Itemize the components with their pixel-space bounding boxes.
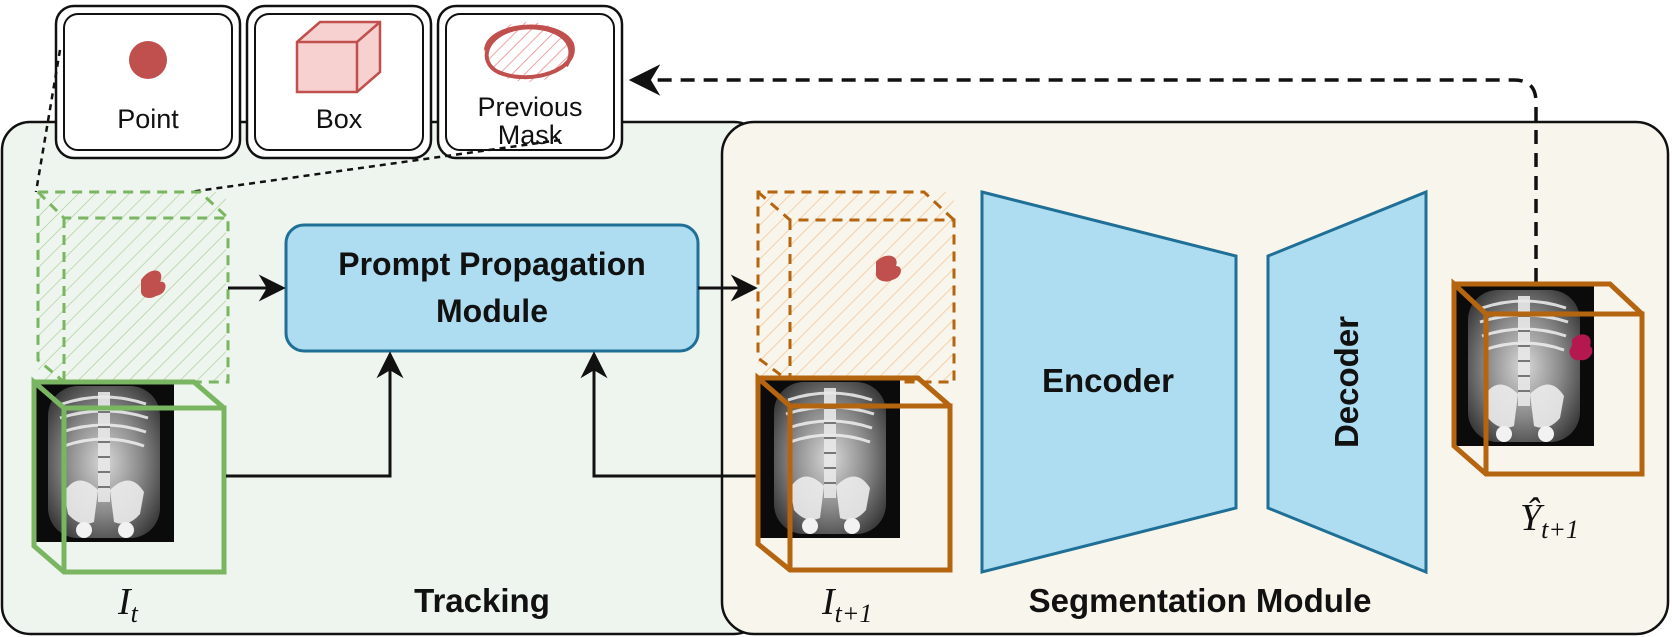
previous-mask-label-line2: Mask	[498, 120, 563, 150]
decoder-label: Decoder	[1328, 316, 1365, 448]
point-label: Point	[117, 104, 179, 134]
decoder: Decoder	[1266, 189, 1428, 575]
prompt-propagation-label-line1: Prompt Propagation	[338, 246, 646, 282]
box-label: Box	[316, 104, 363, 134]
filled-circle-icon	[129, 41, 167, 79]
prompt-mark-t1	[875, 255, 901, 282]
feedback-arrow	[628, 64, 1538, 282]
output-label: Ŷt+1	[1520, 497, 1579, 544]
prompt-propagation-label-line2: Module	[436, 293, 548, 329]
prompt-card-point: Point	[54, 4, 242, 160]
prompt-propagation-module: Prompt Propagation Module	[284, 223, 700, 353]
input-t1-label: It+1	[821, 581, 872, 628]
input-t-label: It	[117, 581, 139, 628]
scribble-mask-icon	[484, 22, 575, 82]
prompt-card-previous-mask: Previous Mask	[436, 4, 624, 160]
prompt-volume-t	[36, 190, 230, 384]
callout-line-left	[34, 49, 62, 193]
predicted-mask	[1569, 334, 1593, 361]
callout-line-right	[189, 138, 561, 194]
input-volume-t1	[755, 372, 953, 573]
tracking-label: Tracking	[414, 582, 550, 619]
encoder: Encoder	[980, 190, 1238, 574]
prompt-card-box: Box	[245, 4, 433, 160]
prompt-mark-t	[140, 270, 166, 298]
encoder-label: Encoder	[1042, 362, 1174, 399]
previous-mask-label-line1: Previous	[477, 92, 582, 122]
input-volume-t	[31, 376, 227, 575]
cube-icon	[295, 20, 382, 94]
segmentation-label: Segmentation Module	[1029, 582, 1372, 619]
arrow-image-t-to-ppm	[226, 351, 404, 478]
arrow-image-t1-to-ppm	[580, 351, 756, 478]
output-volume-t1	[1451, 278, 1645, 477]
prompt-volume-t1	[756, 190, 956, 384]
